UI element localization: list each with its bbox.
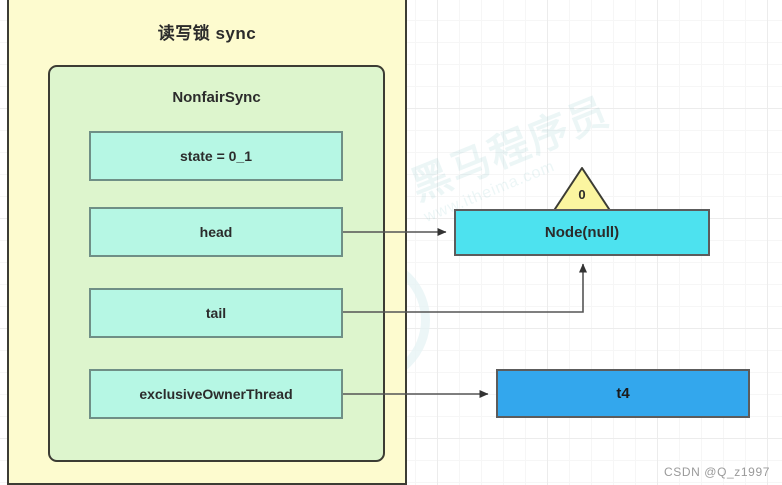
waitstatus-triangle: 0 (551, 166, 613, 214)
inner-panel-title: NonfairSync (172, 89, 261, 106)
node-thread-t4-label: t4 (616, 385, 630, 402)
waitstatus-label: 0 (578, 187, 586, 202)
field-tail[interactable]: tail (89, 288, 343, 338)
field-head-label: head (199, 224, 233, 240)
field-state[interactable]: state = 0_1 (89, 131, 343, 181)
field-exclusive-owner-thread[interactable]: exclusiveOwnerThread (89, 369, 343, 419)
watermark-brand-line1: 黑马程序员 (404, 89, 617, 210)
csdn-credit: CSDN @Q_z1997 (663, 465, 770, 479)
field-exclusive-owner-thread-label: exclusiveOwnerThread (139, 386, 293, 402)
node-head-null-label: Node(null) (544, 224, 620, 241)
field-tail-label: tail (205, 305, 227, 321)
field-head[interactable]: head (89, 207, 343, 257)
page-title: 读写锁 sync (157, 24, 257, 43)
field-state-label: state = 0_1 (180, 148, 252, 164)
node-head-null[interactable]: Node(null) (454, 209, 710, 256)
node-thread-t4[interactable]: t4 (496, 369, 750, 418)
